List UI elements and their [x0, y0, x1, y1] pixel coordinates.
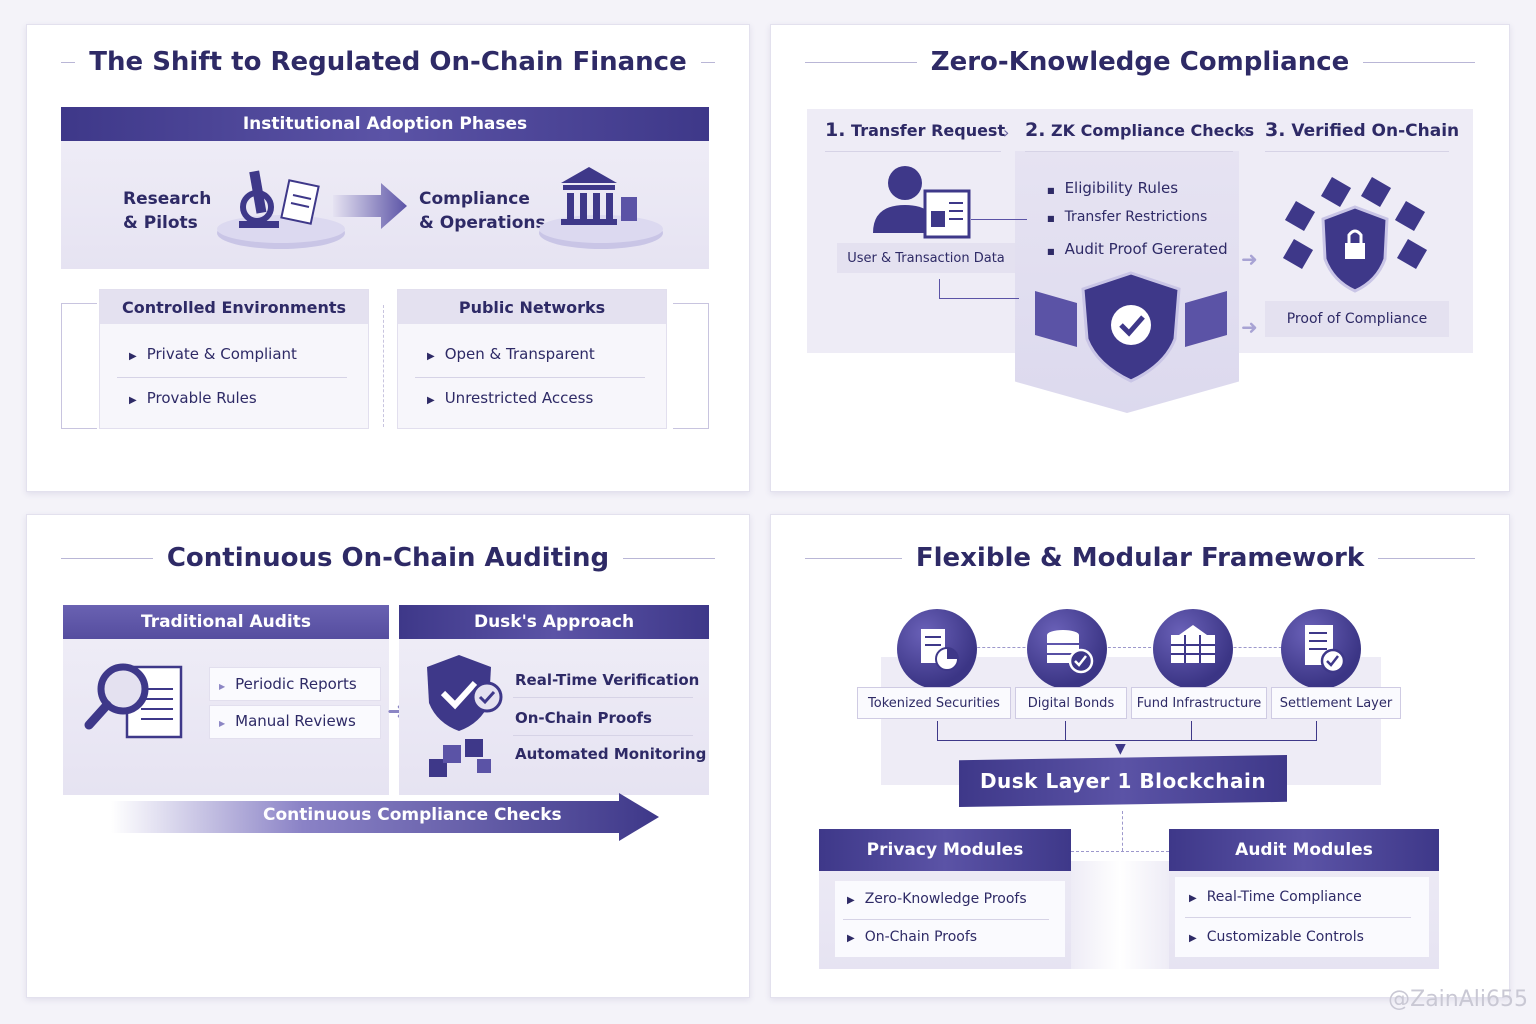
controlled-title: Controlled Environments [100, 290, 368, 324]
right-bracket [673, 303, 709, 429]
panel-title-row: The Shift to Regulated On-Chain Finance [27, 47, 749, 77]
fund-infrastructure-icon [1153, 609, 1233, 689]
panel-title: Zero-Knowledge Compliance [931, 47, 1350, 77]
panel-modular-framework: Flexible & Modular Framework Tokenized S… [770, 514, 1510, 998]
list-item: ▶Customizable Controls [1189, 929, 1364, 945]
panel-title: Continuous On-Chain Auditing [167, 543, 609, 573]
list-item: On-Chain Proofs [515, 709, 652, 727]
user-data-label: User & Transaction Data [837, 243, 1015, 273]
panel-title-row: Flexible & Modular Framework [771, 543, 1509, 573]
dusk-approach-bar: Dusk's Approach [399, 605, 709, 639]
blockchain-bar: Dusk Layer 1 Blockchain [959, 755, 1287, 807]
arrow-down-icon: ▼ [1115, 741, 1126, 757]
asset-chip: Tokenized Securities [857, 687, 1011, 719]
list-item: ■Transfer Restrictions [1047, 209, 1207, 225]
list-item: ▶Private & Compliant [129, 345, 297, 363]
list-item: ▶Real-Time Compliance [1189, 889, 1362, 905]
list-item: ▶Provable Rules [129, 389, 257, 407]
adoption-phases-label: Institutional Adoption Phases [243, 114, 527, 134]
panel-title: Flexible & Modular Framework [916, 543, 1364, 573]
asset-chip: Fund Infrastructure [1131, 687, 1267, 719]
list-item: ■Audit Proof Gererated [1047, 240, 1228, 258]
left-bracket [61, 303, 97, 429]
list-item: ▶Zero-Knowledge Proofs [847, 891, 1027, 907]
bonds-icon [1027, 609, 1107, 689]
panel-regulated-finance: The Shift to Regulated On-Chain Finance … [26, 24, 750, 492]
securities-icon [897, 609, 977, 689]
audit-modules-bar: Audit Modules [1169, 829, 1439, 871]
asset-chip: Settlement Layer [1271, 687, 1401, 719]
microscope-icon [213, 163, 353, 253]
arrow-right-icon: ➜ [1241, 247, 1258, 271]
list-item: Automated Monitoring [515, 745, 706, 763]
step-2: 2. ZK Compliance Checks [1025, 119, 1254, 141]
chevron-right-icon: › [1241, 123, 1247, 142]
public-title: Public Networks [398, 290, 666, 324]
panel-zk-compliance: Zero-Knowledge Compliance 1. Transfer Re… [770, 24, 1510, 492]
arrow-right-icon: ➜ [1241, 315, 1258, 339]
panel-title-row: Continuous On-Chain Auditing [27, 543, 749, 573]
phase-arrow-icon [333, 181, 409, 231]
network-lock-icon [1279, 177, 1429, 297]
shield-blocks-icon [425, 655, 509, 785]
phase-research: Research& Pilots [123, 187, 211, 235]
list-item: ▶Unrestricted Access [427, 389, 593, 407]
phase-compliance: Compliance& Operations [419, 187, 546, 235]
continuous-checks-label: Continuous Compliance Checks [263, 805, 562, 825]
proof-of-compliance-label: Proof of Compliance [1265, 301, 1449, 337]
list-item: ▶Manual Reviews [219, 712, 356, 730]
bank-icon [535, 161, 665, 253]
step-1: 1. Transfer Request [825, 119, 1005, 141]
panel-continuous-auditing: Continuous On-Chain Auditing Traditional… [26, 514, 750, 998]
asset-chip: Digital Bonds [1015, 687, 1127, 719]
settlement-icon [1281, 609, 1361, 689]
center-divider [383, 305, 384, 427]
shield-check-icon [1035, 269, 1227, 385]
asset-bracket [937, 721, 1317, 741]
panel-title: The Shift to Regulated On-Chain Finance [89, 47, 686, 77]
privacy-modules-bar: Privacy Modules [819, 829, 1071, 871]
list-item: ▶Periodic Reports [219, 675, 357, 693]
connector-line [971, 219, 1027, 220]
list-item: ■Eligibility Rules [1047, 179, 1178, 197]
watermark: @ZainAli655 [1388, 987, 1528, 1012]
list-item: Real-Time Verification [515, 671, 699, 689]
user-transaction-icon [869, 163, 979, 243]
magnifier-document-icon [83, 655, 203, 755]
traditional-audits-bar: Traditional Audits [63, 605, 389, 639]
list-item: ▶Open & Transparent [427, 345, 595, 363]
step-3: 3. Verified On-Chain [1265, 119, 1459, 141]
panel-title-row: Zero-Knowledge Compliance [771, 47, 1509, 77]
list-item: ▶On-Chain Proofs [847, 929, 977, 945]
adoption-phases-bar: Institutional Adoption Phases [61, 107, 709, 141]
chevron-right-icon: › [1003, 123, 1009, 142]
